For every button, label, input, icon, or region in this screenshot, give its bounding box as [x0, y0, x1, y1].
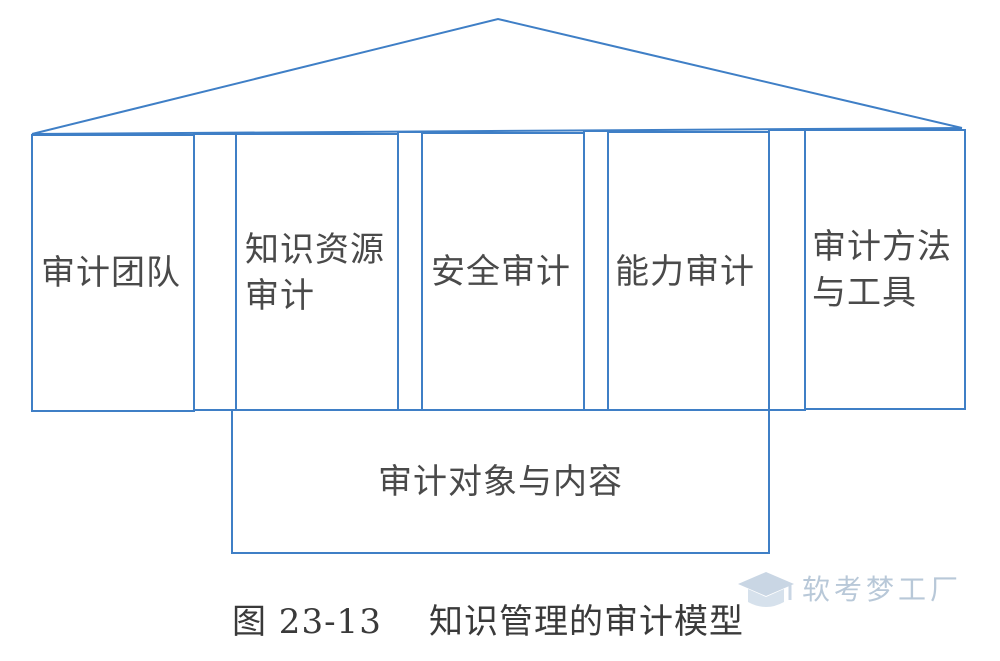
box-audit-object-content: 审计对象与内容: [231, 409, 770, 554]
box-audit-methods-tools-label: 审计方法 与工具: [812, 226, 952, 313]
box-knowledge-resource-audit: 知识资源 审计: [235, 133, 399, 412]
box-capability-audit: 能力审计: [607, 131, 770, 412]
pillar-gap-3: [583, 130, 609, 411]
roof-line: [31, 17, 963, 135]
box-knowledge-resource-audit-label: 知识资源 审计: [245, 229, 385, 316]
graduation-cap-icon: [738, 572, 794, 607]
watermark-text: 软考梦工厂: [802, 573, 963, 606]
pillar-gap-2: [397, 131, 423, 411]
box-security-audit-label: 安全审计: [431, 252, 571, 292]
pillar-gap-4: [768, 129, 806, 411]
box-audit-team-label: 审计团队: [41, 253, 181, 293]
box-audit-methods-tools: 审计方法 与工具: [804, 129, 966, 410]
box-security-audit: 安全审计: [421, 132, 585, 412]
box-capability-audit-label: 能力审计: [615, 251, 755, 292]
box-audit-object-content-label: 审计对象与内容: [378, 461, 623, 502]
watermark: 软考梦工厂: [732, 560, 982, 620]
box-audit-team: 审计团队: [31, 134, 195, 412]
figure-caption: 图 23-13 知识管理的审计模型: [232, 602, 745, 642]
pillar-gap-1: [193, 133, 237, 411]
